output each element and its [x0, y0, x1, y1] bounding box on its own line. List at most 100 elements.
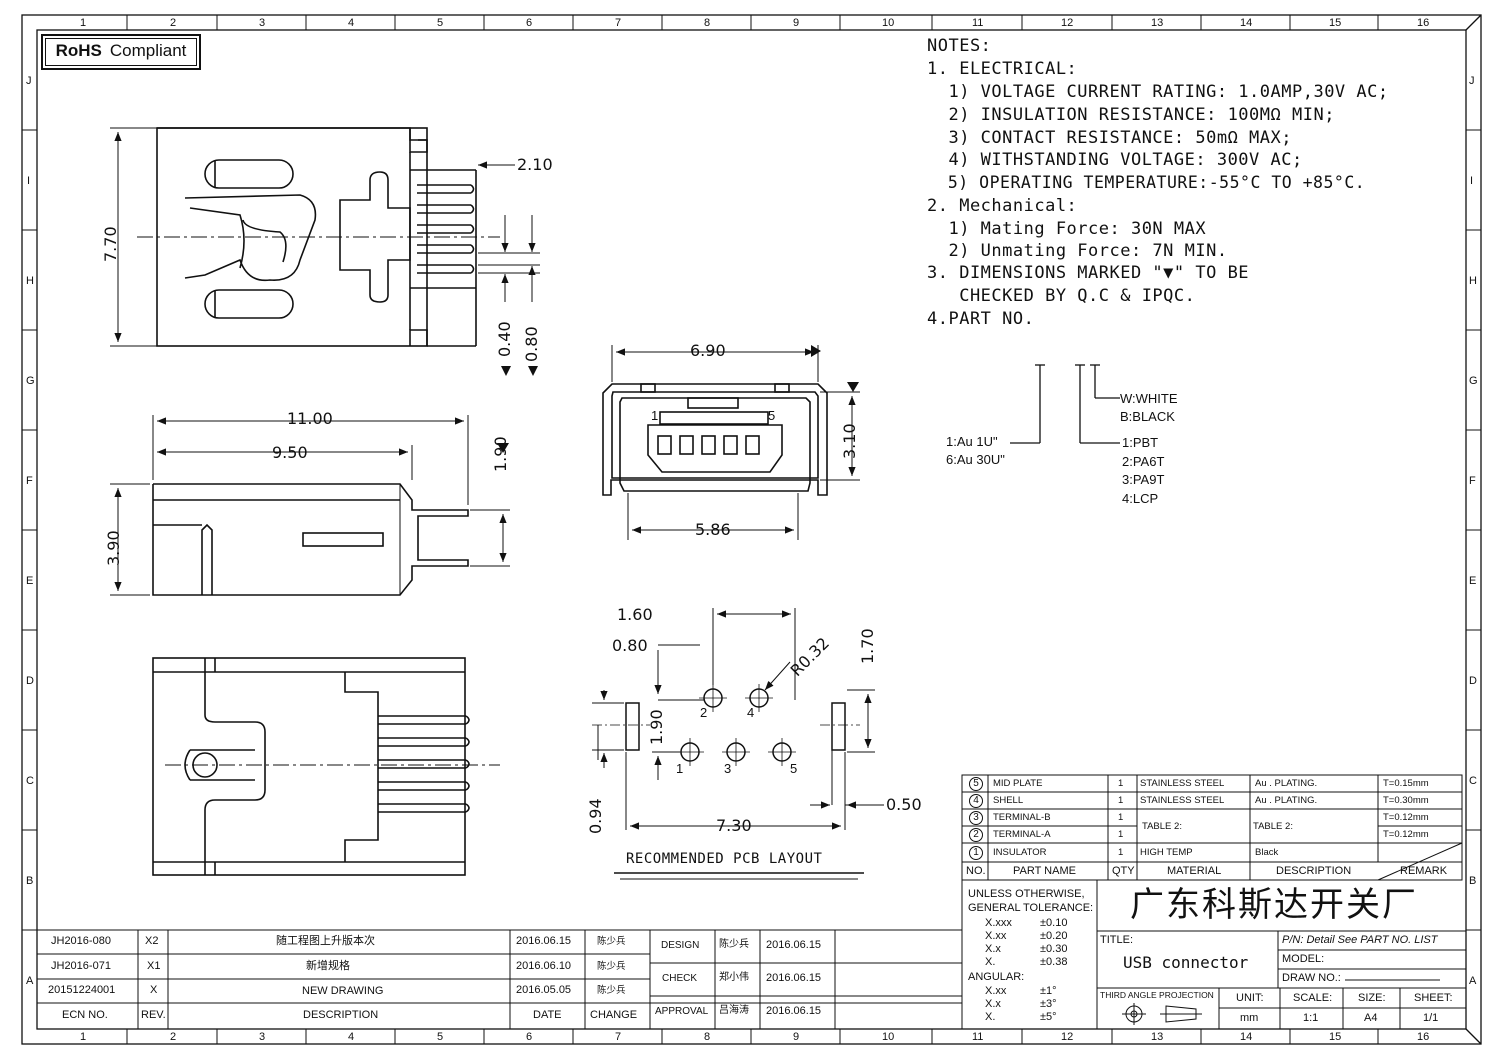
revision-rev: X2 — [145, 935, 159, 947]
company-name: 广东科斯达开关厂 — [1130, 885, 1418, 925]
model-label: MODEL: — [1282, 953, 1325, 965]
note-line: 1) VOLTAGE CURRENT RATING: 1.0AMP,30V AC… — [927, 82, 1389, 102]
grid-col-13: 13 — [1151, 17, 1164, 29]
grid-col-5: 5 — [437, 17, 444, 29]
grid-row-g: G — [26, 375, 35, 387]
revision-desc: NEW DRAWING — [302, 985, 384, 997]
note-line: 1) Mating Force: 30N MAX — [927, 219, 1207, 239]
dim-label: 6.90 — [690, 341, 726, 360]
revision-ecn: JH2016-071 — [51, 960, 111, 972]
bom-no: 5 — [969, 777, 983, 791]
dim-label: 5.86 — [695, 520, 731, 539]
revision-by: 陈少兵 — [597, 985, 626, 996]
grid-col-12: 12 — [1061, 17, 1074, 29]
grid-col-6: 6 — [526, 17, 533, 29]
grid-col-15: 15 — [1329, 17, 1342, 29]
bom-material: STAINLESS STEEL — [1140, 778, 1225, 789]
grid-col-3: 3 — [259, 17, 266, 29]
angular-value: ±3° — [1040, 998, 1057, 1010]
dim-label: 0.40 — [495, 321, 514, 357]
pin-label: 1 — [651, 408, 659, 423]
grid-row-d: D — [26, 675, 34, 687]
grid-col-7-bottom: 7 — [615, 1031, 622, 1043]
grid-col-14-bottom: 14 — [1240, 1031, 1253, 1043]
grid-col-2: 2 — [170, 17, 177, 29]
approval-name: 吕海涛 — [719, 1005, 749, 1016]
dim-label: 1.70 — [858, 628, 877, 664]
grid-col-9-bottom: 9 — [793, 1031, 800, 1043]
revision-header-ecn: ECN NO. — [62, 1009, 108, 1021]
side-view-drawing — [152, 483, 469, 596]
grid-col-15-bottom: 15 — [1329, 1031, 1342, 1043]
front-view-drawing — [602, 383, 828, 496]
notes-heading: NOTES: — [927, 36, 992, 56]
grid-row-d-right: D — [1469, 675, 1477, 687]
grid-row-f: F — [26, 475, 33, 487]
note-line: 2) Unmating Force: 7N MIN. — [927, 241, 1228, 261]
note-line: 3) CONTACT RESISTANCE: 50mΩ MAX; — [927, 128, 1292, 148]
note-line: 2) INSULATION RESISTANCE: 100MΩ MIN; — [927, 105, 1335, 125]
rohs-bold-text: RoHS — [55, 41, 102, 60]
bom-no: 2 — [969, 828, 983, 842]
dim-label: 0.80 — [522, 326, 541, 362]
grid-col-1: 1 — [80, 17, 87, 29]
approval-date: 2016.06.15 — [766, 1005, 822, 1017]
grid-col-16-bottom: 16 — [1417, 1031, 1430, 1043]
grid-row-f-right: F — [1469, 475, 1476, 487]
size-value: A4 — [1364, 1012, 1378, 1024]
revision-desc: 新增规格 — [306, 960, 350, 972]
revision-date: 2016.06.15 — [516, 935, 572, 947]
tolerance-value: ±0.20 — [1040, 930, 1068, 942]
bom-material: HIGH TEMP — [1140, 847, 1193, 858]
grid-row-h-right: H — [1469, 275, 1477, 287]
grid-col-10-bottom: 10 — [882, 1031, 895, 1043]
note-line: 5) OPERATING TEMPERATURE:-55°C TO +85°C. — [927, 173, 1366, 192]
bom-header-remark: REMARK — [1400, 865, 1448, 877]
revision-header-rev: REV. — [141, 1009, 166, 1021]
approval-name: 郑小伟 — [719, 972, 749, 983]
angular-value: ±1° — [1040, 985, 1057, 997]
drawing-title: USB connector — [1123, 953, 1249, 972]
dim-label: 9.50 — [272, 443, 308, 462]
grid-col-13-bottom: 13 — [1151, 1031, 1164, 1043]
bom-description: Au . PLATING. — [1255, 795, 1318, 806]
revision-by: 陈少兵 — [597, 936, 626, 947]
dim-label: 0.80 — [612, 636, 648, 655]
scale-label: SCALE: — [1293, 992, 1333, 1004]
tolerance-precision: X.xxx — [985, 917, 1012, 929]
tolerance-value: ±0.30 — [1040, 943, 1068, 955]
dim-label: 3.10 — [840, 423, 859, 459]
pcb-layout-caption: RECOMMENDED PCB LAYOUT — [626, 851, 823, 867]
grid-row-a-right: A — [1469, 975, 1477, 987]
bom-header-qty: QTY — [1112, 865, 1135, 877]
dim-label: 0.50 — [886, 795, 922, 814]
dim-label: 1.60 — [617, 605, 653, 624]
bom-header-no: NO. — [966, 865, 986, 877]
check-marker — [528, 366, 538, 376]
bom-part-name: SHELL — [993, 795, 1024, 806]
size-label: SIZE: — [1358, 992, 1386, 1004]
part-material-option: 1:PBT — [1122, 435, 1159, 450]
part-material-option: 3:PA9T — [1122, 472, 1165, 487]
bom-qty: 1 — [1118, 847, 1124, 858]
unit-label: UNIT: — [1236, 992, 1264, 1004]
approval-role: CHECK — [662, 973, 698, 984]
tolerance-value: ±0.10 — [1040, 917, 1068, 929]
bom-header-description: DESCRIPTION — [1276, 865, 1352, 877]
part-number-label: P/N: Detail See PART NO. LIST — [1282, 934, 1438, 946]
unit-value: mm — [1240, 1012, 1259, 1024]
grid-col-5-bottom: 5 — [437, 1031, 444, 1043]
check-marker — [811, 345, 821, 357]
projection-label: THIRD ANGLE PROJECTION — [1100, 990, 1214, 1000]
part-plating-option: 1:Au 1U" — [946, 434, 998, 449]
grid-col-16: 16 — [1417, 17, 1430, 29]
grid-row-b-right: B — [1469, 875, 1477, 887]
grid-row-b: B — [26, 875, 34, 887]
revision-by: 陈少兵 — [597, 961, 626, 972]
tolerance-heading: GENERAL TOLERANCE: — [968, 902, 1094, 914]
grid-col-4-bottom: 4 — [348, 1031, 355, 1043]
bom-material: STAINLESS STEEL — [1140, 795, 1225, 806]
dim-label: 3.90 — [104, 530, 123, 566]
